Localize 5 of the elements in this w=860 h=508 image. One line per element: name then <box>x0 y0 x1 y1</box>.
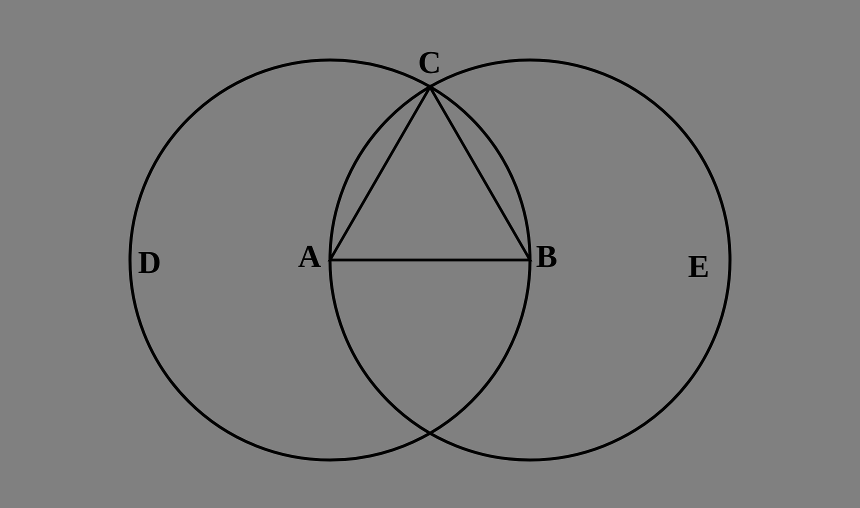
point-label: D <box>138 246 162 278</box>
point-label: B <box>536 240 558 272</box>
point-label: E <box>688 250 710 282</box>
point-label: A <box>298 240 322 272</box>
point-label: C <box>418 46 442 78</box>
